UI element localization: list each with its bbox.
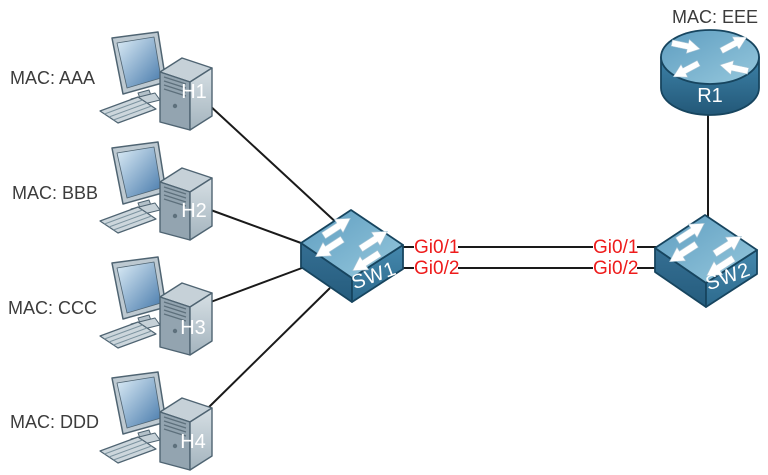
host-h2-icon (99, 141, 213, 241)
router-r1-icon (660, 29, 760, 116)
port-label-sw1-gi0-1: Gi0/1 (414, 237, 460, 258)
mac-label-h3: MAC: CCC (8, 298, 97, 318)
host-label-h2: H2 (181, 200, 207, 222)
host-h4-icon (99, 371, 213, 471)
link-h4-sw1 (208, 287, 331, 408)
mac-label-h1: MAC: AAA (10, 68, 96, 88)
switch-sw1-icon (301, 210, 403, 302)
port-label-sw1-gi0-2: Gi0/2 (414, 258, 460, 279)
mac-label-r1: MAC: EEE (672, 7, 759, 27)
host-label-h3: H3 (180, 317, 206, 339)
link-h1-sw1 (207, 103, 341, 227)
mac-label-h2: MAC: BBB (12, 183, 99, 203)
host-h3-icon (99, 256, 213, 356)
link-h3-sw1 (207, 264, 311, 304)
mac-label-h4: MAC: DDD (10, 412, 99, 432)
host-label-h4: H4 (180, 431, 206, 453)
host-label-h1: H1 (181, 81, 207, 103)
port-label-sw2-gi0-2: Gi0/2 (593, 258, 639, 279)
port-label-sw2-gi0-1: Gi0/1 (593, 237, 639, 258)
router-label-r1: R1 (697, 85, 723, 107)
link-h2-sw1 (207, 208, 313, 248)
